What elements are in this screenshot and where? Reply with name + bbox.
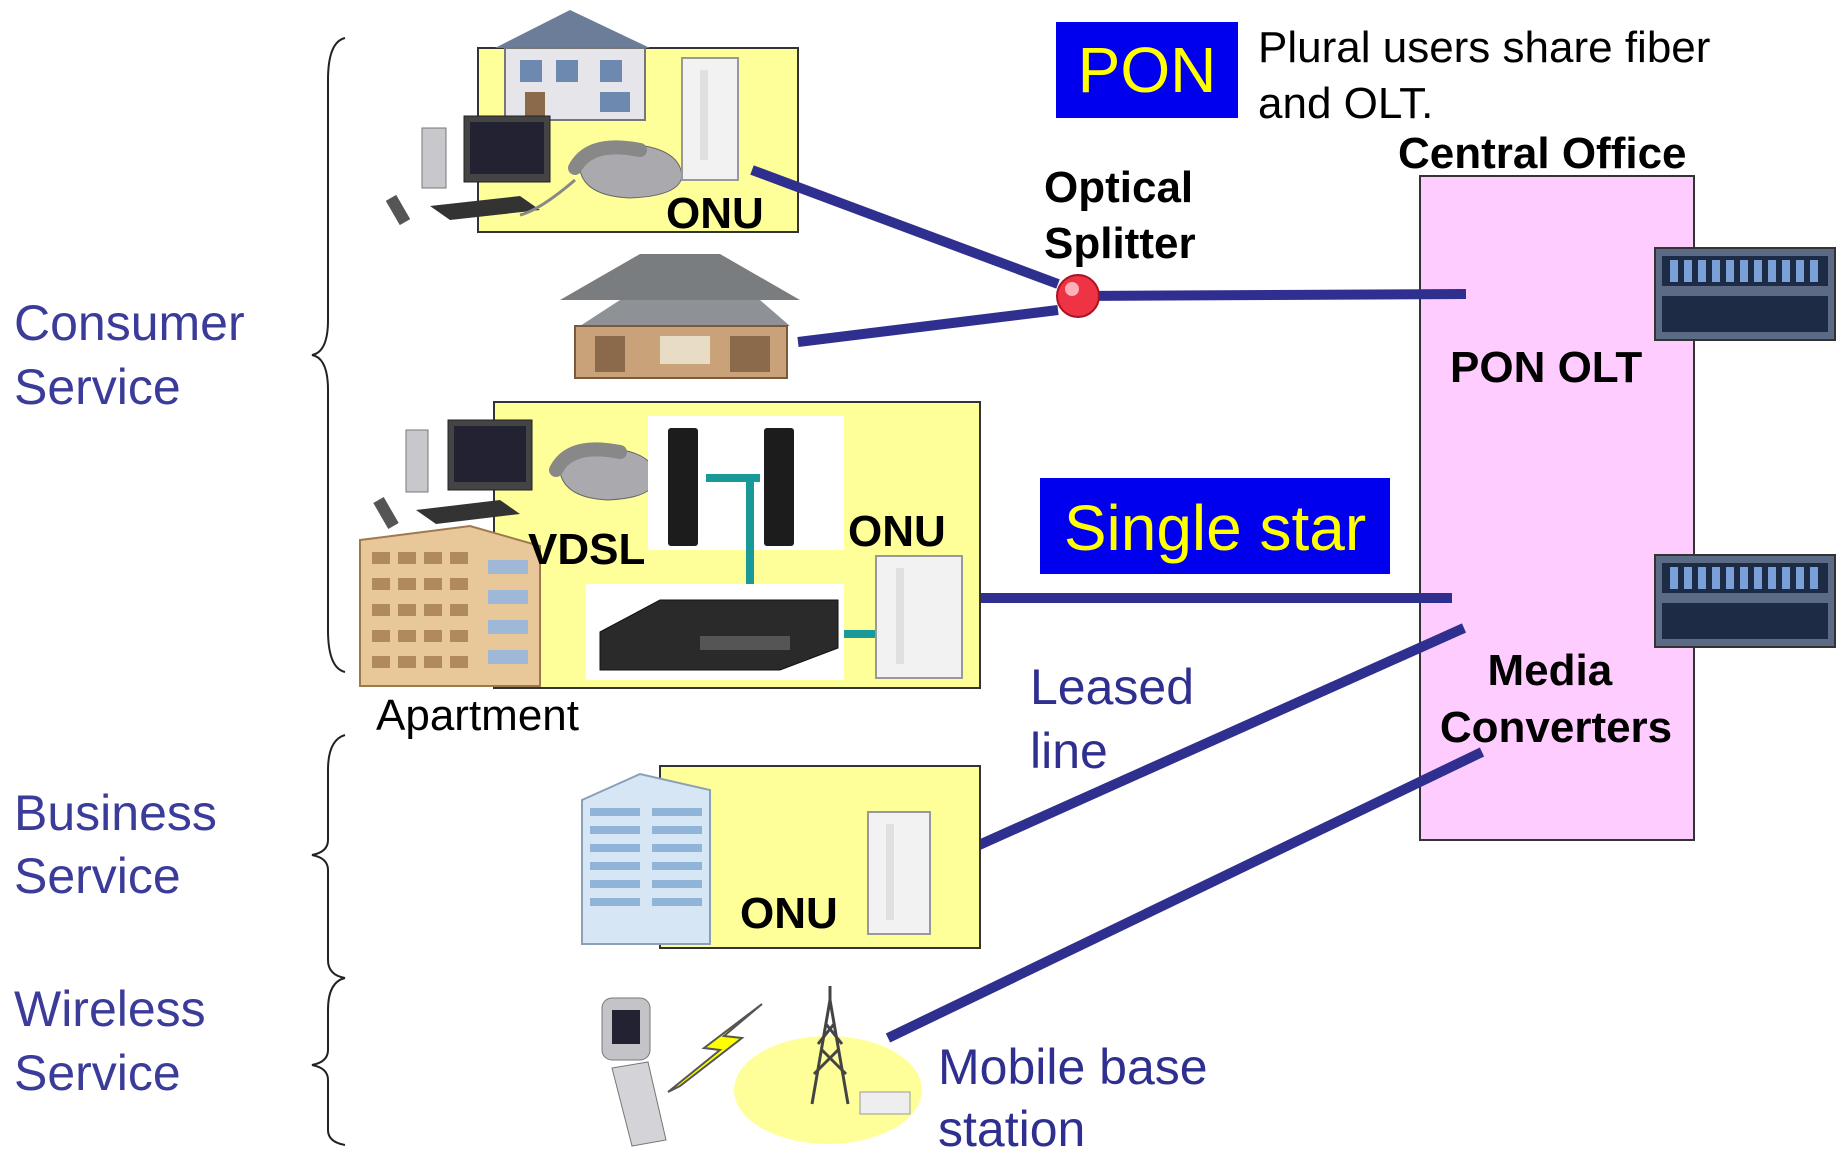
- media-converters-label: Media Converters: [1440, 646, 1672, 752]
- apartment-label: Apartment: [376, 691, 579, 740]
- central-office-box: [1419, 175, 1695, 841]
- mobile-phone-icon: [601, 997, 667, 1147]
- central-office-title: Central Office: [1398, 129, 1687, 178]
- pon-note: Plural users share fiber and OLT.: [1258, 23, 1723, 128]
- office-building-icon: [581, 772, 711, 945]
- vdsl-switch-icon: [599, 599, 839, 671]
- single-star-badge: [1040, 478, 1390, 574]
- desktop-computer-icon: [373, 419, 533, 529]
- onu-device-icon: [681, 57, 739, 181]
- japanese-house-icon: [560, 254, 800, 379]
- business-service-label: Business Service: [14, 785, 231, 904]
- business-brace: [311, 734, 346, 979]
- optical-splitter-node: [1056, 274, 1100, 318]
- mobile-base-station-label: Mobile base station: [938, 1039, 1222, 1149]
- wireless-brace: [311, 977, 346, 1146]
- olt-rack-icon: [1654, 247, 1836, 341]
- lightning-icon: [667, 1003, 763, 1093]
- pon-badge-text: PON: [1078, 34, 1217, 106]
- pon-olt-label: PON OLT: [1450, 343, 1642, 392]
- consumer-service-label: Consumer Service: [14, 295, 259, 415]
- leased-line-label: Leased line: [1030, 659, 1208, 779]
- telephone-icon: [519, 140, 683, 217]
- fiber-links: [750, 165, 1485, 1043]
- desktop-computer-icon: [385, 115, 551, 226]
- base-station-box: [859, 1091, 911, 1115]
- optical-splitter-highlight: [1065, 282, 1079, 296]
- onu-label-apartment: ONU: [848, 507, 946, 556]
- onu-device-icon: [875, 555, 963, 679]
- optical-splitter-label: Optical Splitter: [1044, 163, 1205, 268]
- base-station-area: [734, 1036, 922, 1144]
- onu-label-house: ONU: [666, 189, 764, 238]
- apartment-building-icon: [359, 524, 541, 687]
- telephone-icon: [549, 442, 657, 501]
- vdsl-modem-icon: [668, 428, 794, 546]
- consumer-brace: [311, 37, 346, 673]
- vdsl-label: VDSL: [528, 525, 645, 574]
- onu-device-icon: [867, 811, 931, 935]
- onu-label-business: ONU: [740, 889, 838, 938]
- olt-rack-icon: [1654, 554, 1836, 648]
- single-star-badge-text: Single star: [1064, 492, 1366, 564]
- wireless-service-label: Wireless Service: [14, 981, 220, 1101]
- pon-badge: [1056, 22, 1238, 118]
- house-icon: [495, 10, 650, 121]
- radio-tower-icon: [810, 986, 850, 1105]
